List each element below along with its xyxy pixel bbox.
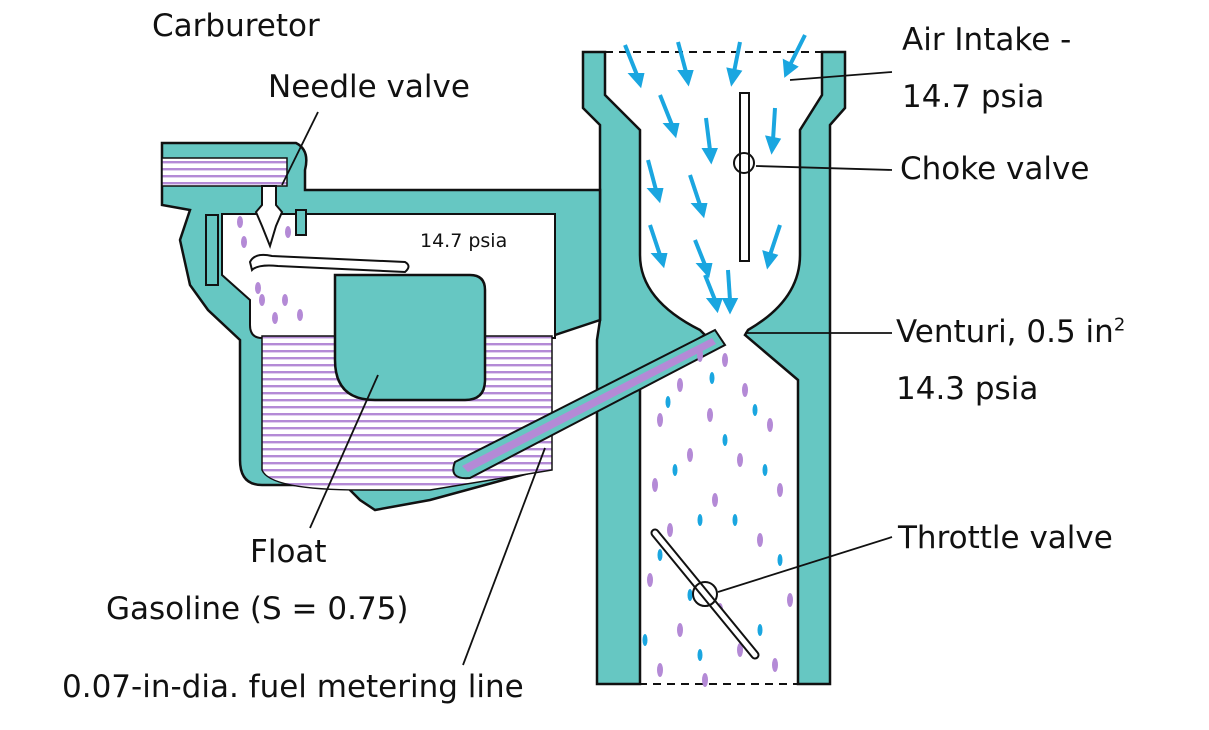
venturi-label-line2: 14.3 psia xyxy=(896,371,1039,407)
needle-valve-label: Needle valve xyxy=(268,69,470,105)
leader-lines xyxy=(281,71,893,666)
float-label: Float xyxy=(250,534,327,570)
throttle-valve-label: Throttle valve xyxy=(898,520,1113,556)
fuel-air-mixture-spray xyxy=(642,348,793,687)
diagram-title: Carburetor xyxy=(152,8,320,44)
throttle-valve-pivot xyxy=(692,581,718,607)
air-intake-label-line1: Air Intake - xyxy=(902,22,1072,58)
venturi-label-exponent: 2 xyxy=(1113,314,1126,336)
bowl-partition-right xyxy=(295,209,307,236)
choke-valve-label: Choke valve xyxy=(900,151,1090,187)
choke-valve-pivot xyxy=(733,152,755,174)
float-arm xyxy=(248,253,410,274)
float xyxy=(333,273,487,402)
fuel-metering-tube-fuel xyxy=(462,338,716,472)
choke-valve-plate xyxy=(739,92,750,262)
venturi-label-line1: Venturi, 0.5 in2 xyxy=(896,314,1126,350)
fuel-inlet-passage xyxy=(161,157,288,187)
air-intake-label-line2: 14.7 psia xyxy=(902,79,1045,115)
air-flow-arrows xyxy=(623,34,807,315)
fuel-metering-line-label: 0.07-in-dia. fuel metering line xyxy=(62,669,524,705)
needle-valve-body xyxy=(254,185,284,250)
bowl-partition-left xyxy=(205,214,219,286)
fuel-spray-needle xyxy=(237,216,303,324)
chamber-pressure-label: 14.7 psia xyxy=(420,230,508,252)
air-horn-right-wall xyxy=(743,50,847,686)
gasoline-label: Gasoline (S = 0.75) xyxy=(106,591,409,627)
venturi-label-text: Venturi, 0.5 in xyxy=(896,314,1114,350)
